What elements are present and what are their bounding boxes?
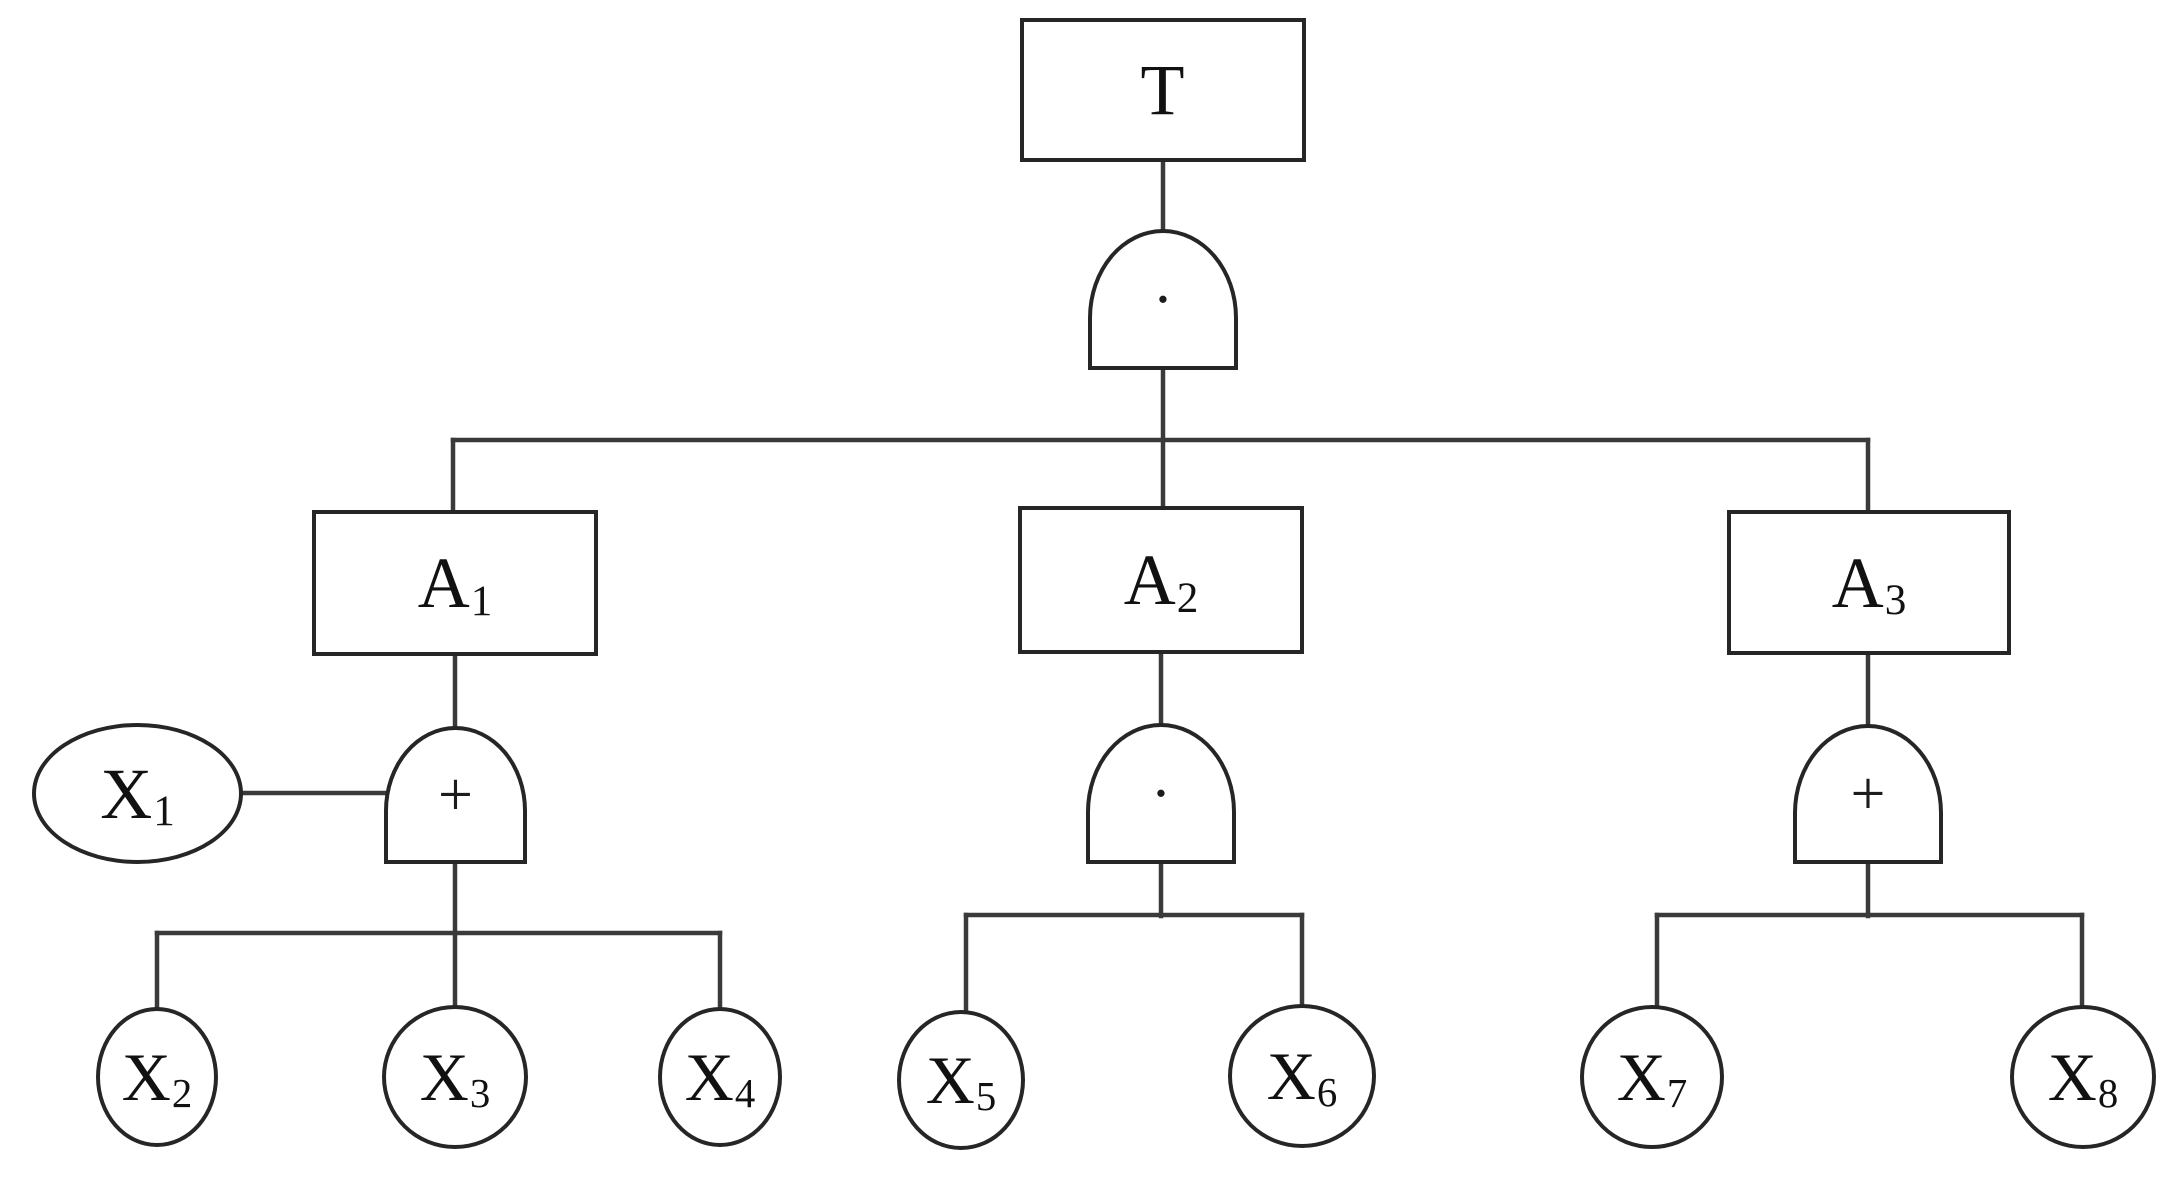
a2-and-gate-icon: · (1086, 723, 1236, 864)
intermediate-event-a1-box: A1 (312, 510, 598, 656)
top-event-label: T (1140, 50, 1185, 130)
intermediate-event-a3-label: A3 (1831, 542, 1907, 625)
top-and-gate-symbol: · (1152, 265, 1174, 334)
top-and-gate-icon: · (1088, 229, 1238, 370)
basic-event-x8-label: X8 (2047, 1039, 2119, 1117)
basic-event-x3-label: X3 (419, 1039, 491, 1117)
basic-event-x6-label: X6 (1266, 1038, 1338, 1116)
condition-event-x1-label: X1 (100, 753, 175, 836)
basic-event-x4-circle: X4 (658, 1007, 782, 1147)
intermediate-event-a2-box: A2 (1018, 506, 1304, 654)
basic-event-x5-circle: X5 (897, 1010, 1025, 1150)
condition-event-x1-ellipse: X1 (32, 723, 243, 864)
basic-event-x7-label: X7 (1616, 1039, 1688, 1117)
a1-or-gate-icon: + (384, 726, 527, 864)
intermediate-event-a2-label: A2 (1123, 540, 1199, 622)
intermediate-event-a1-label: A1 (417, 543, 493, 625)
basic-event-x2-circle: X2 (96, 1007, 218, 1147)
basic-event-x6-circle: X6 (1228, 1004, 1376, 1148)
basic-event-x5-label: X5 (925, 1042, 997, 1120)
basic-event-x2-label: X2 (121, 1039, 193, 1117)
a3-or-gate-icon: + (1793, 724, 1943, 864)
top-event-box: T (1020, 18, 1306, 162)
basic-event-x8-circle: X8 (2010, 1005, 2156, 1149)
a1-or-gate-symbol: + (438, 761, 473, 829)
basic-event-x4-label: X4 (684, 1039, 756, 1117)
a2-and-gate-symbol: · (1150, 759, 1172, 828)
basic-event-x3-circle: X3 (382, 1005, 528, 1149)
intermediate-event-a3-box: A3 (1727, 510, 2011, 655)
basic-event-x7-circle: X7 (1580, 1005, 1724, 1149)
a3-or-gate-symbol: + (1850, 760, 1886, 828)
